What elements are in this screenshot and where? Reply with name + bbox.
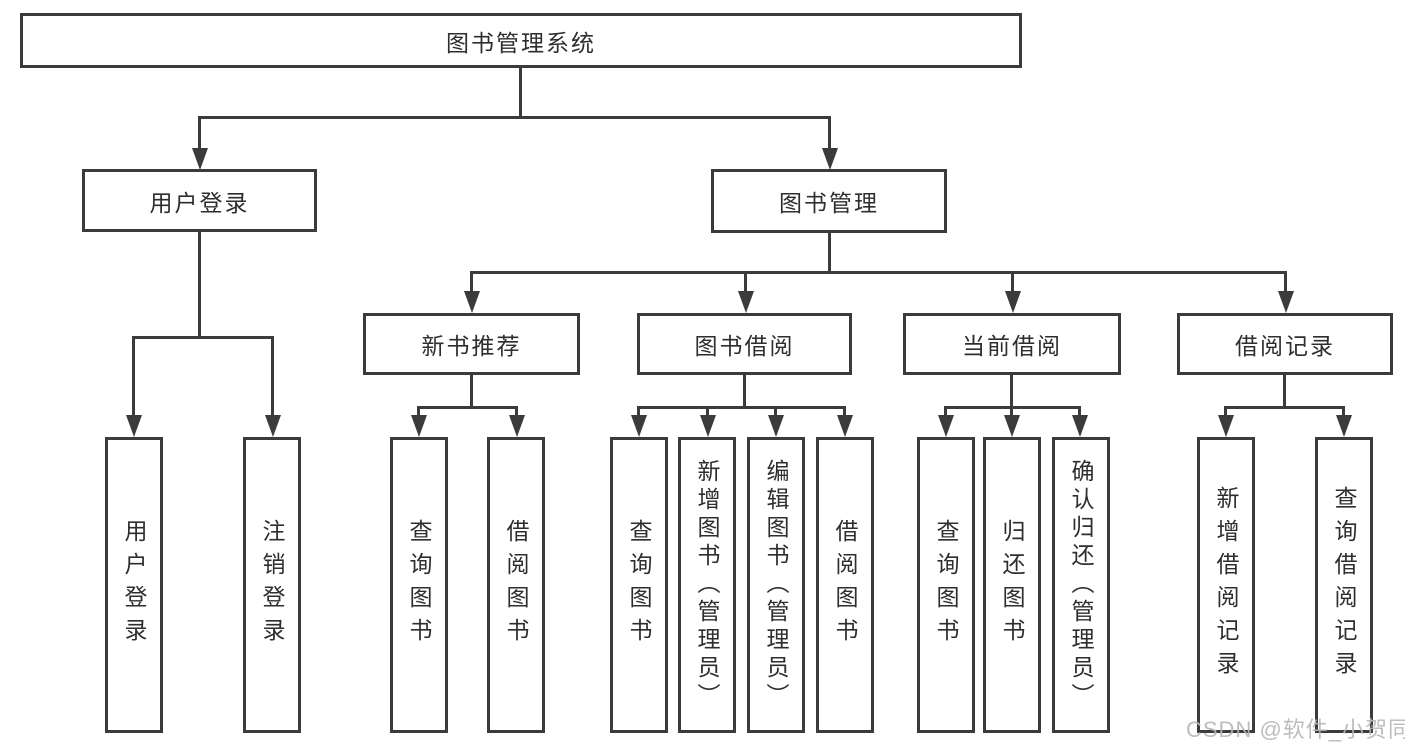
connector-stub — [515, 406, 518, 418]
connector-newbooks-hbar — [417, 406, 518, 409]
connector-stub — [1224, 406, 1227, 418]
arrowhead-down — [631, 415, 647, 437]
connector-stub — [470, 271, 473, 293]
arrowhead-down — [1336, 415, 1352, 437]
arrowhead-down — [837, 415, 853, 437]
connector-stub — [1342, 406, 1345, 418]
leaf-bb-add-book-admin: 新增图书（管理员） — [678, 437, 736, 733]
csdn-watermark: CSDN @软件_小贺同学 — [1186, 717, 1405, 742]
leaf-nb-query-books: 查询图书 — [390, 437, 448, 733]
arrowhead-down — [738, 291, 754, 313]
leaf-cb-confirm-return-admin: 确认归还（管理员） — [1052, 437, 1110, 733]
arrowhead-down — [265, 415, 281, 437]
connector-root-vline — [519, 68, 522, 118]
arrowhead-down — [1005, 291, 1021, 313]
node-borrowing-records: 借阅记录 — [1177, 313, 1393, 375]
connector-stub — [744, 271, 747, 293]
connector-borrowrecords-vline — [1283, 375, 1286, 409]
leaf-bb-edit-book-admin: 编辑图书（管理员） — [747, 437, 805, 733]
arrowhead-down — [464, 291, 480, 313]
connector-stub — [944, 406, 947, 418]
connector-bookmgmt-hbar — [470, 271, 1287, 274]
arrowhead-down — [126, 415, 142, 437]
connector-bookborrow-hbar — [637, 406, 846, 409]
connector-stub — [706, 406, 709, 418]
arrowhead-down — [1218, 415, 1234, 437]
node-book-management: 图书管理 — [711, 169, 947, 233]
connector-stub — [843, 406, 846, 418]
connector-newbooks-vline — [470, 375, 473, 409]
arrowhead-down — [768, 415, 784, 437]
leaf-nb-borrow-books: 借阅图书 — [487, 437, 545, 733]
leaf-cb-query-books: 查询图书 — [917, 437, 975, 733]
node-current-borrowing: 当前借阅 — [903, 313, 1121, 375]
connector-root-stub-left — [198, 116, 201, 150]
node-new-book-recommendation: 新书推荐 — [363, 313, 580, 375]
arrowhead-down — [509, 415, 525, 437]
arrowhead-down — [822, 148, 838, 170]
arrowhead-down — [1278, 291, 1294, 313]
node-library-system: 图书管理系统 — [20, 13, 1022, 68]
connector-userlogin-stub-left — [132, 336, 135, 416]
connector-root-hbar — [198, 116, 831, 119]
node-book-borrowing: 图书借阅 — [637, 313, 852, 375]
connector-userlogin-hbar — [132, 336, 274, 339]
arrowhead-down — [192, 148, 208, 170]
arrowhead-down — [938, 415, 954, 437]
connector-stub — [637, 406, 640, 418]
connector-bookborrow-vline — [743, 375, 746, 409]
connector-userlogin-vline — [198, 232, 201, 339]
connector-stub — [774, 406, 777, 418]
connector-borrowrecords-hbar — [1224, 406, 1345, 409]
connector-bookmgmt-vline — [828, 233, 831, 274]
leaf-bb-query-books: 查询图书 — [610, 437, 668, 733]
connector-stub — [1010, 406, 1013, 418]
leaf-br-add-record: 新增借阅记录 — [1197, 437, 1255, 733]
leaf-bb-borrow-books: 借阅图书 — [816, 437, 874, 733]
arrowhead-down — [1004, 415, 1020, 437]
arrowhead-down — [411, 415, 427, 437]
connector-currentborrow-vline — [1010, 375, 1013, 409]
arrowhead-down — [1072, 415, 1088, 437]
leaf-br-query-record: 查询借阅记录 — [1315, 437, 1373, 733]
connector-stub — [417, 406, 420, 418]
connector-root-stub-right — [828, 116, 831, 150]
node-user-login: 用户登录 — [82, 169, 317, 232]
leaf-logout: 注销登录 — [243, 437, 301, 733]
leaf-cb-return-books: 归还图书 — [983, 437, 1041, 733]
connector-stub — [1078, 406, 1081, 418]
leaf-user-login: 用户登录 — [105, 437, 163, 733]
arrowhead-down — [700, 415, 716, 437]
connector-stub — [1284, 271, 1287, 293]
connector-stub — [1011, 271, 1014, 293]
connector-userlogin-stub-right — [271, 336, 274, 416]
